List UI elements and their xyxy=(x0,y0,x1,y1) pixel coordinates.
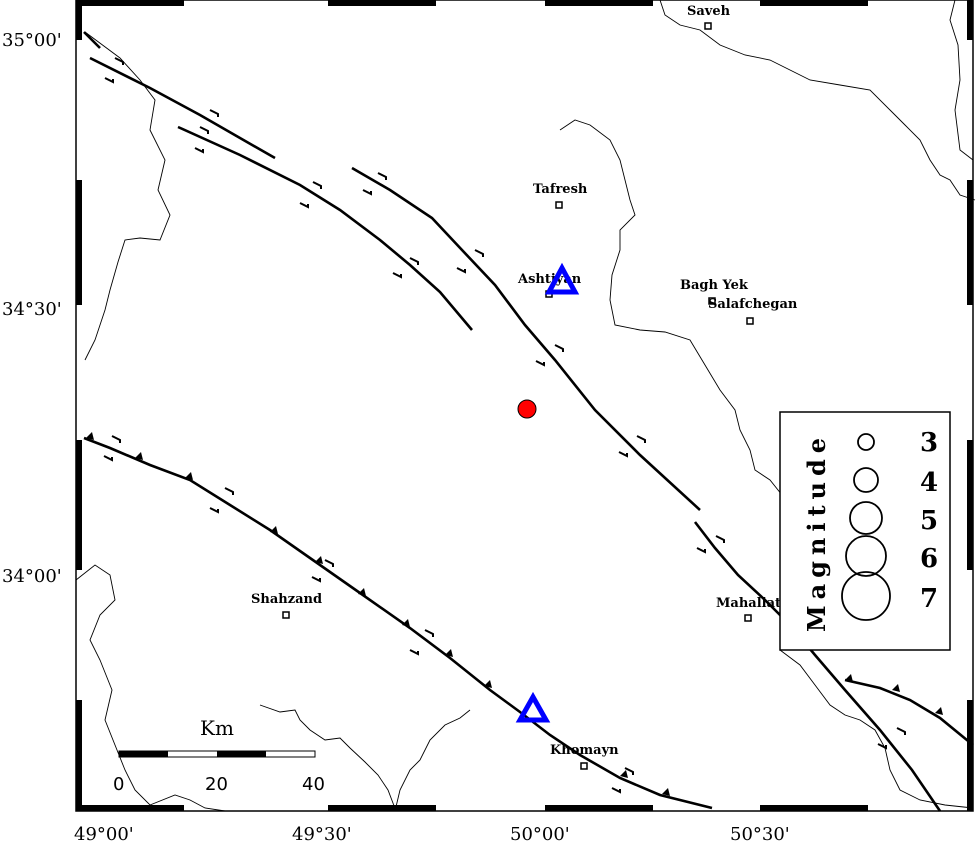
city-marker xyxy=(282,611,290,619)
legend-circle-6 xyxy=(845,535,887,577)
legend-circle-3 xyxy=(857,433,875,451)
legend-circle-5 xyxy=(849,501,883,535)
city-marker xyxy=(580,762,588,770)
magnitude-legend: Magnitude 3 4 5 6 7 xyxy=(779,411,951,651)
scale-tick-0: 0 xyxy=(113,774,124,795)
city-salafchegan: Salafchegan xyxy=(708,297,798,325)
station-triangle-icon xyxy=(515,691,551,723)
lon-label-49-30: 49°30' xyxy=(292,824,352,845)
station-triangle-icon xyxy=(544,262,580,295)
seismic-stations xyxy=(515,262,580,723)
city-label: Bagh Yek xyxy=(680,278,749,293)
city-marker xyxy=(555,201,563,209)
legend-mag-6: 6 xyxy=(920,544,938,574)
legend-title: Magnitude xyxy=(802,432,831,632)
city-marker xyxy=(708,297,716,305)
legend-mag-3: 3 xyxy=(920,428,938,458)
lat-label-35-00: 35°00' xyxy=(2,30,62,51)
lat-label-34-00: 34°00' xyxy=(2,566,62,587)
city-label: Mahallat xyxy=(716,596,781,611)
lon-label-50-30: 50°30' xyxy=(730,824,790,845)
city-bagh-yek: Bagh Yek xyxy=(680,278,749,305)
lat-label-34-30: 34°30' xyxy=(2,299,62,320)
legend-mag-7: 7 xyxy=(920,584,938,614)
city-marker xyxy=(744,614,752,622)
city-label: Tafresh xyxy=(533,182,588,197)
province-boundaries xyxy=(75,0,976,812)
city-label: Saveh xyxy=(687,4,731,19)
epicenter-marker xyxy=(517,399,537,419)
scale-bar-title: Km xyxy=(200,716,234,740)
thrust-teeth xyxy=(86,432,943,796)
legend-box xyxy=(779,411,951,651)
city-shahzand: Shahzand xyxy=(251,592,322,619)
scale-tick-40: 40 xyxy=(302,774,325,795)
longitude-labels: 49°00' 49°30' 50°00' 50°30' xyxy=(74,824,790,845)
scale-bar: Km 0 20 40 xyxy=(113,716,325,795)
latitude-labels: 35°00' 34°30' 34°00' xyxy=(2,30,62,587)
city-mahallat: Mahallat xyxy=(716,596,781,622)
city-marker xyxy=(746,317,754,325)
strike-slip-marks xyxy=(103,57,906,794)
city-khomayn: Khomayn xyxy=(550,743,619,770)
city-tafresh: Tafresh xyxy=(533,182,588,209)
legend-circle-7 xyxy=(841,571,891,621)
legend-mag-5: 5 xyxy=(920,506,938,536)
city-label: Khomayn xyxy=(550,743,619,758)
legend-circle-4 xyxy=(853,467,879,493)
frame-ticks xyxy=(76,0,973,811)
lon-label-49-00: 49°00' xyxy=(74,824,134,845)
city-saveh: Saveh xyxy=(687,4,731,30)
city-marker xyxy=(704,22,712,30)
scale-tick-20: 20 xyxy=(205,774,228,795)
lon-label-50-00: 50°00' xyxy=(510,824,570,845)
city-label: Shahzand xyxy=(251,592,322,607)
legend-mag-4: 4 xyxy=(920,468,938,498)
city-label: Salafchegan xyxy=(708,297,798,312)
